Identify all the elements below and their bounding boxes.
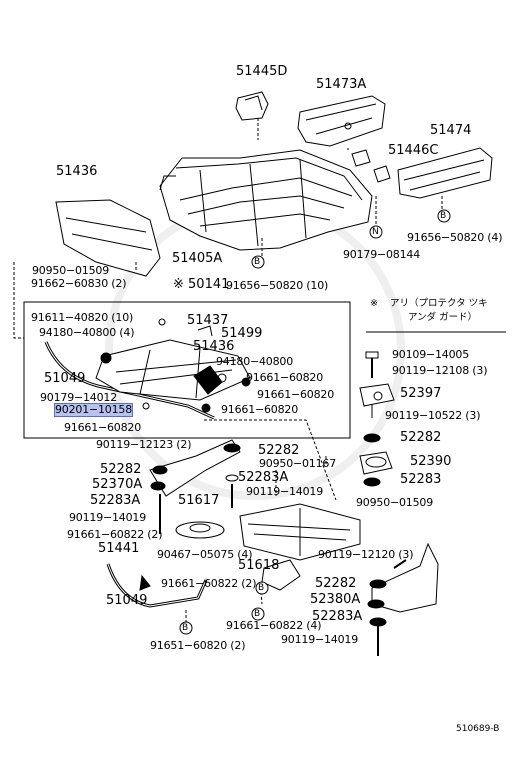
label-90119-12108: 90119−12108 (3) — [392, 364, 488, 377]
callout-markers — [179, 209, 451, 635]
label-52370a: 52370A — [92, 477, 143, 492]
label-90119-12123: 90119−12123 (2) — [96, 438, 192, 451]
label-90950-01167: 90950−01167 — [259, 457, 337, 470]
label-51445d: 51445D — [236, 64, 288, 79]
part-51436-cover — [55, 199, 161, 277]
label-51437: 51437 — [187, 313, 229, 328]
label-90119-12120: 90119−12120 (3) — [318, 548, 414, 561]
part-52397-mount — [359, 383, 395, 407]
label-90201-10158-highlighted[interactable]: 90201−10158 — [53, 403, 134, 417]
label-91611-40820: 91611−40820 (10) — [31, 311, 134, 324]
label-52380a: 52380A — [310, 592, 361, 607]
callout-b-5: B — [182, 623, 188, 633]
part-51618-bracket — [261, 559, 301, 591]
label-52390: 52390 — [410, 454, 452, 469]
label-90467-05075: 90467−05075 (4) — [157, 548, 253, 561]
label-52282-c: 52282 — [315, 576, 357, 591]
label-90179-14012: 90179−14012 — [40, 391, 118, 404]
label-94180-40800-4: 94180−40800 (4) — [39, 326, 135, 339]
label-91661-60820-c: 91661−60820 — [221, 403, 299, 416]
label-91661-60822-2a: 91661−60822 (2) — [67, 528, 163, 541]
label-91656-50820-10: 91656−50820 (10) — [226, 279, 329, 292]
label-91661-60822-4: 91661−60822 (4) — [226, 619, 322, 632]
label-51405a: 51405A — [172, 251, 223, 266]
label-94180-40800: 94180−40800 — [216, 355, 294, 368]
assembly-50141-frame — [23, 301, 351, 439]
part-51617-cushion — [175, 521, 225, 539]
label-90950-01509-b: 90950−01509 — [356, 496, 434, 509]
label-51446c: 51446C — [388, 143, 439, 158]
label-50141: ※ 50141 — [173, 277, 230, 292]
callout-b-4: B — [254, 609, 260, 619]
label-90109-14005: 90109−14005 — [392, 348, 470, 361]
label-91661-60820-a: 91661−60820 — [246, 371, 324, 384]
label-51474: 51474 — [430, 123, 472, 138]
label-90119-14019-b: 90119−14019 — [246, 485, 324, 498]
part-51473a-protector — [297, 95, 386, 147]
note-line-1: アリ（プロテクタ ツキ — [390, 298, 488, 309]
part-51474-protector — [397, 147, 493, 199]
callout-b-3: B — [258, 583, 264, 593]
label-51499: 51499 — [221, 326, 263, 341]
part-51405a-under-cover — [159, 149, 373, 251]
label-91662-60830: 91662−60830 (2) — [31, 277, 127, 290]
label-90179-08144: 90179−08144 — [343, 248, 421, 261]
label-51049-a: 51049 — [44, 371, 86, 386]
note-symbol: ※ — [370, 298, 378, 309]
label-52283a-a: 52283A — [90, 493, 141, 508]
label-91656-50820-4: 91656−50820 (4) — [407, 231, 503, 244]
label-51473a: 51473A — [316, 77, 367, 92]
label-51617: 51617 — [178, 493, 220, 508]
part-52390-cushion — [359, 451, 393, 475]
label-52282-a: 52282 — [258, 443, 300, 458]
callout-n-1: N — [372, 227, 379, 237]
callout-b-1: B — [440, 211, 446, 221]
label-51441: 51441 — [98, 541, 140, 556]
label-91661-60822-2b: 91661−60822 (2) — [161, 577, 257, 590]
label-90119-14019-c: 90119−14019 — [281, 633, 359, 646]
label-51618: 51618 — [238, 558, 280, 573]
label-90950-01509-a: 90950−01509 — [32, 264, 110, 277]
note-line-2: アンダ ガード） — [408, 312, 478, 323]
label-52282-b: 52282 — [100, 462, 142, 477]
label-52282-d: 52282 — [400, 430, 442, 445]
label-90119-10522: 90119−10522 (3) — [385, 409, 481, 422]
label-90119-14019-a: 90119−14019 — [69, 511, 147, 524]
sheet-code: 510689-B — [456, 724, 500, 734]
label-51436-mid: 51436 — [193, 339, 235, 354]
label-51049-b: 51049 — [106, 593, 148, 608]
part-52370a-arm — [149, 439, 241, 497]
label-52397: 52397 — [400, 386, 442, 401]
label-91661-60820-b: 91661−60820 — [257, 388, 335, 401]
label-51436-top: 51436 — [56, 164, 98, 179]
callout-b-2: B — [254, 257, 260, 267]
label-52283: 52283 — [400, 472, 442, 487]
label-91651-60820: 91651−60820 (2) — [150, 639, 246, 652]
label-52283a-b: 52283A — [238, 470, 289, 485]
label-52283a-c: 52283A — [312, 609, 363, 624]
part-51445d-bracket — [235, 91, 269, 121]
label-91661-60820-d: 91661−60820 — [64, 421, 142, 434]
